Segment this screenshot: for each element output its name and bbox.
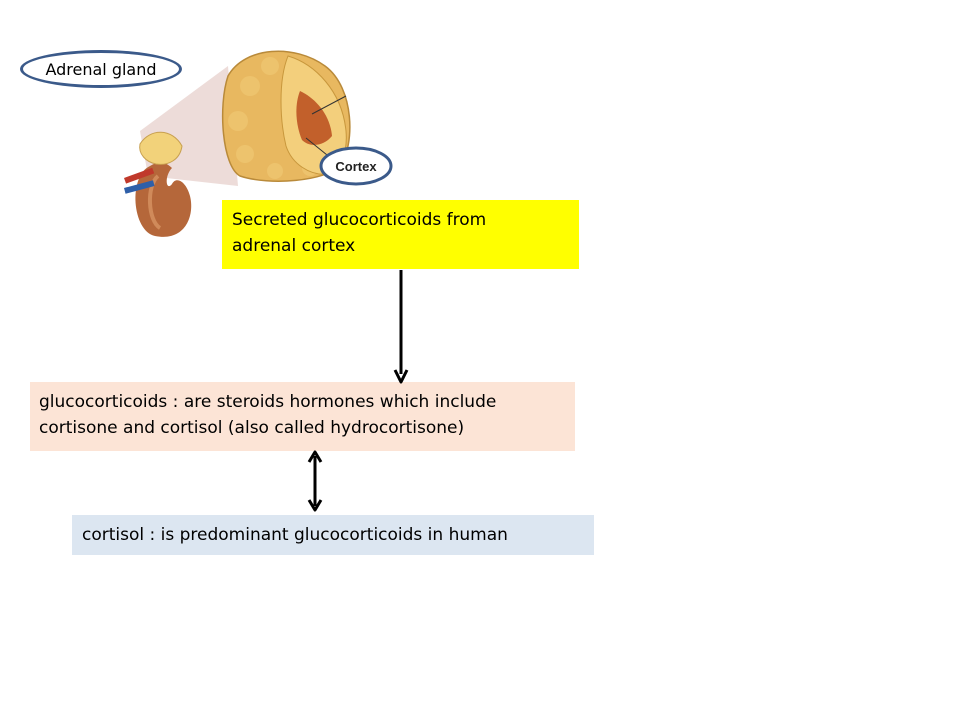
double-arrow-head-down [307,499,323,512]
adrenal-gland-label: Adrenal gland [20,50,182,88]
down-arrow-head [393,369,409,384]
cortisol-definition-box: cortisol : is predominant glucocorticoid… [72,515,594,555]
secreted-box-line-1: Secreted glucocorticoids from [232,210,487,230]
adrenal-gland-label-text: Adrenal gland [45,60,157,79]
small-adrenal-gland [139,131,183,165]
gluco-box-line-1: glucocorticoids : are steroids hormones … [39,392,497,412]
secreted-glucocorticoids-box: Secreted glucocorticoids from adrenal co… [222,200,579,269]
cortex-label-oval [319,146,393,186]
gluco-box-line-2: cortisone and cortisol (also called hydr… [39,418,465,438]
blood-vessel [124,180,155,194]
cortisol-box-text: cortisol : is predominant glucocorticoid… [82,525,508,545]
blood-vessel [123,167,155,184]
glucocorticoids-definition-box: glucocorticoids : are steroids hormones … [30,382,575,451]
kidney-shape [135,162,192,237]
medulla-pointer [311,95,347,115]
medulla [296,91,332,145]
cortex-label: Cortex [335,159,377,174]
double-arrow-head-up [307,450,323,463]
secreted-box-line-2: adrenal cortex [232,236,356,256]
adrenal-gland-illustration: Cortex [123,50,393,237]
